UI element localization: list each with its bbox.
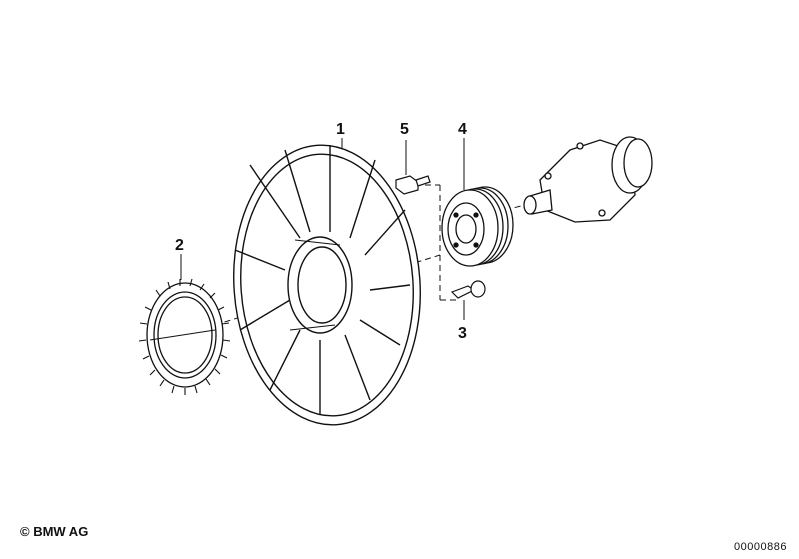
screw-bottom xyxy=(450,280,486,299)
water-pump xyxy=(523,136,653,223)
viscous-coupling xyxy=(138,278,231,395)
callout-5: 5 xyxy=(400,121,409,138)
fan-wheel xyxy=(233,144,421,426)
bolt-top xyxy=(395,175,431,195)
callout-1: 1 xyxy=(336,121,345,138)
copyright-label: © BMW AG xyxy=(20,524,89,539)
diagram-id-label: 00000886 xyxy=(734,541,787,553)
pulley xyxy=(441,186,514,267)
callout-4: 4 xyxy=(458,121,467,138)
callout-2: 2 xyxy=(175,237,184,254)
callout-3: 3 xyxy=(458,325,467,342)
